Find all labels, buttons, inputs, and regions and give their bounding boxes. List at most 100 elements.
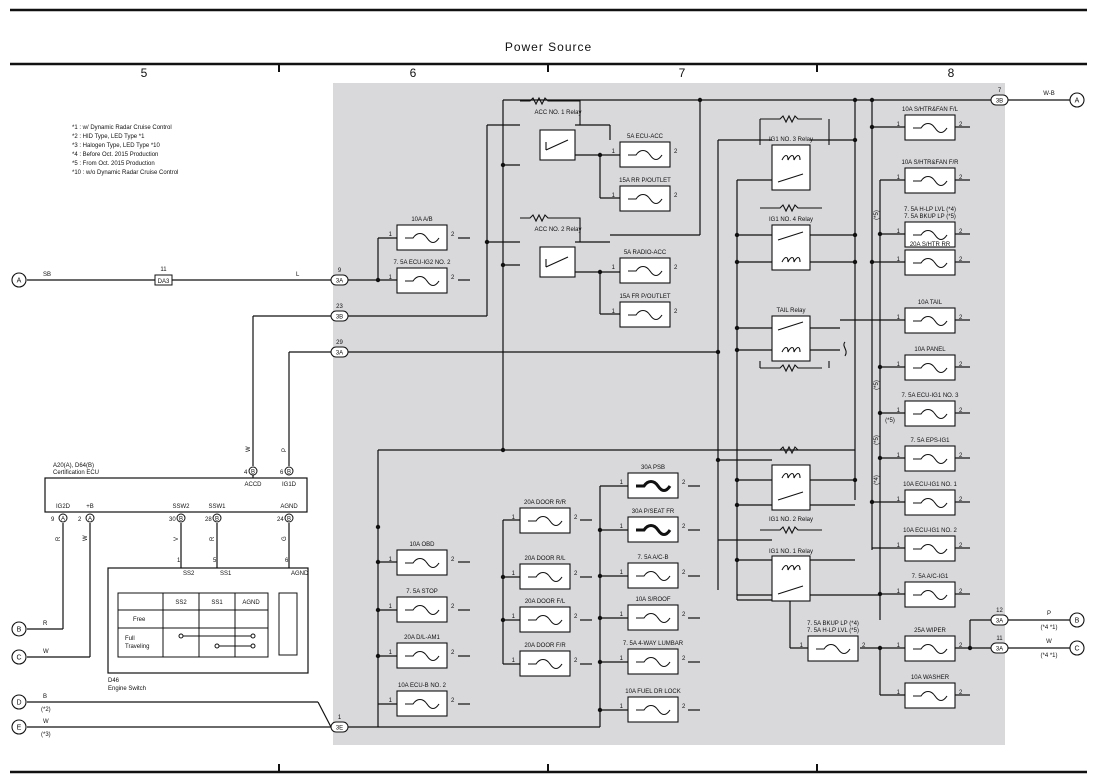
ref-marker-a[interactable]: ASB: [11, 272, 51, 288]
fuse-pin: 1: [897, 408, 901, 414]
fuse-label: 20A S/HTR RR: [910, 242, 951, 248]
fuse-label: 7. 5A ECU-IG2 NO. 2: [393, 260, 451, 266]
fuse-label: 5A ECU-ACC: [627, 134, 664, 140]
fuse-pin: 2: [959, 643, 963, 649]
fuse-pin: 1: [512, 515, 516, 521]
fuse-pin: 2: [959, 257, 963, 263]
fuse-symbol: [913, 497, 948, 509]
fuse-label: 7. 5A H-LP LVL (*5): [807, 628, 859, 634]
fuse-label: 15A RR P/OUTLET: [619, 178, 671, 184]
relay-ig1-no2: [771, 464, 811, 511]
fuse-pin: 1: [620, 480, 624, 486]
column-label: 5: [141, 66, 148, 80]
svg-text:12: 12: [996, 608, 1003, 614]
side-note: (*5): [874, 380, 880, 390]
fuse-symbol: [913, 643, 948, 655]
fuse-label: 15A FR P/OUTLET: [619, 294, 670, 300]
footnote: *5 : From Oct. 2015 Production: [72, 161, 155, 167]
fuse-pin: 2: [959, 362, 963, 368]
ref-marker-b[interactable]: BR: [11, 621, 48, 637]
fuse-pin: 1: [620, 612, 624, 618]
wire-color: W: [83, 535, 89, 541]
fuse-pin: 1: [389, 604, 393, 610]
footnotes: *1 : w/ Dynamic Radar Cruise Control *2 …: [72, 125, 178, 176]
fuse-pin: 2: [674, 193, 678, 199]
column-label: 7: [679, 66, 686, 80]
svg-text:E: E: [17, 725, 22, 732]
engine-switch: [107, 567, 309, 674]
ref-marker-c[interactable]: CW: [11, 649, 49, 665]
fuse-pin: 2: [451, 604, 455, 610]
ref-marker-d[interactable]: DB(*2): [11, 694, 51, 713]
fuse-pin: 2: [451, 232, 455, 238]
fuse-label: 10A ECU-IG1 NO. 2: [903, 528, 957, 534]
ref-note: (*4 *1): [1040, 653, 1057, 659]
fuse-pin: 1: [897, 497, 901, 503]
fuse-label: 25A WIPER: [914, 628, 946, 634]
fuse-pin: 1: [612, 193, 616, 199]
fuse-pin: 1: [612, 149, 616, 155]
svg-text:B: B: [179, 517, 183, 523]
fuse-pin: 2: [682, 656, 686, 662]
fuse-symbol: [405, 650, 440, 662]
fuse-symbol: [913, 229, 948, 241]
fuse-label: 10A OBD: [409, 542, 435, 548]
fuse-pin: 2: [682, 704, 686, 710]
svg-text:28: 28: [205, 517, 212, 523]
ref-note: (*4 *1): [1040, 625, 1057, 631]
connector-3e: 3E1: [330, 715, 349, 733]
svg-text:2: 2: [78, 517, 82, 523]
fuse-pin: 1: [897, 175, 901, 181]
fuse-pin: 2: [451, 698, 455, 704]
fuse-pin: 2: [682, 524, 686, 530]
pin-label: SSW2: [172, 504, 190, 510]
fuse-pin: 2: [451, 557, 455, 563]
table-row-label: Free: [133, 617, 146, 623]
fuse-label: 10A S/ROOF: [635, 597, 670, 603]
fuse-pin: 1: [389, 650, 393, 656]
engine-pin-num: 6: [285, 558, 289, 564]
fuse-label: 10A S/HTR&FAN F/L: [902, 107, 959, 113]
svg-text:B: B: [287, 470, 291, 476]
engine-switch-name: Engine Switch: [108, 686, 146, 692]
contact-dot: [250, 643, 256, 649]
engine-switch-table: [117, 592, 298, 658]
wire-color: W: [43, 649, 49, 655]
pin-label: IG1D: [282, 482, 297, 488]
fuse-symbol: [528, 515, 563, 527]
wire-color: W: [246, 446, 252, 452]
fuse-symbol: [913, 175, 948, 187]
fuse-label: 10A PANEL: [914, 347, 946, 353]
relay-ig1-no1: [771, 555, 811, 602]
svg-text:9: 9: [338, 268, 342, 274]
fuse-label: 20A DOOR R/L: [524, 556, 566, 562]
fuse-symbol: [913, 589, 948, 601]
fuse-label: 7. 5A ECU-IG1 NO. 3: [901, 393, 959, 399]
fuse-label: 20A DOOR R/R: [524, 500, 567, 506]
fuse-pin: 2: [959, 315, 963, 321]
svg-text:23: 23: [336, 304, 343, 310]
fuse-pin: 1: [897, 257, 901, 263]
fuse-symbol: [628, 265, 663, 277]
fuse-symbol: [628, 309, 663, 321]
ref-marker-e[interactable]: EW(*3): [11, 719, 51, 738]
svg-text:A: A: [88, 517, 92, 523]
table-row-label: Traveling: [125, 644, 149, 650]
